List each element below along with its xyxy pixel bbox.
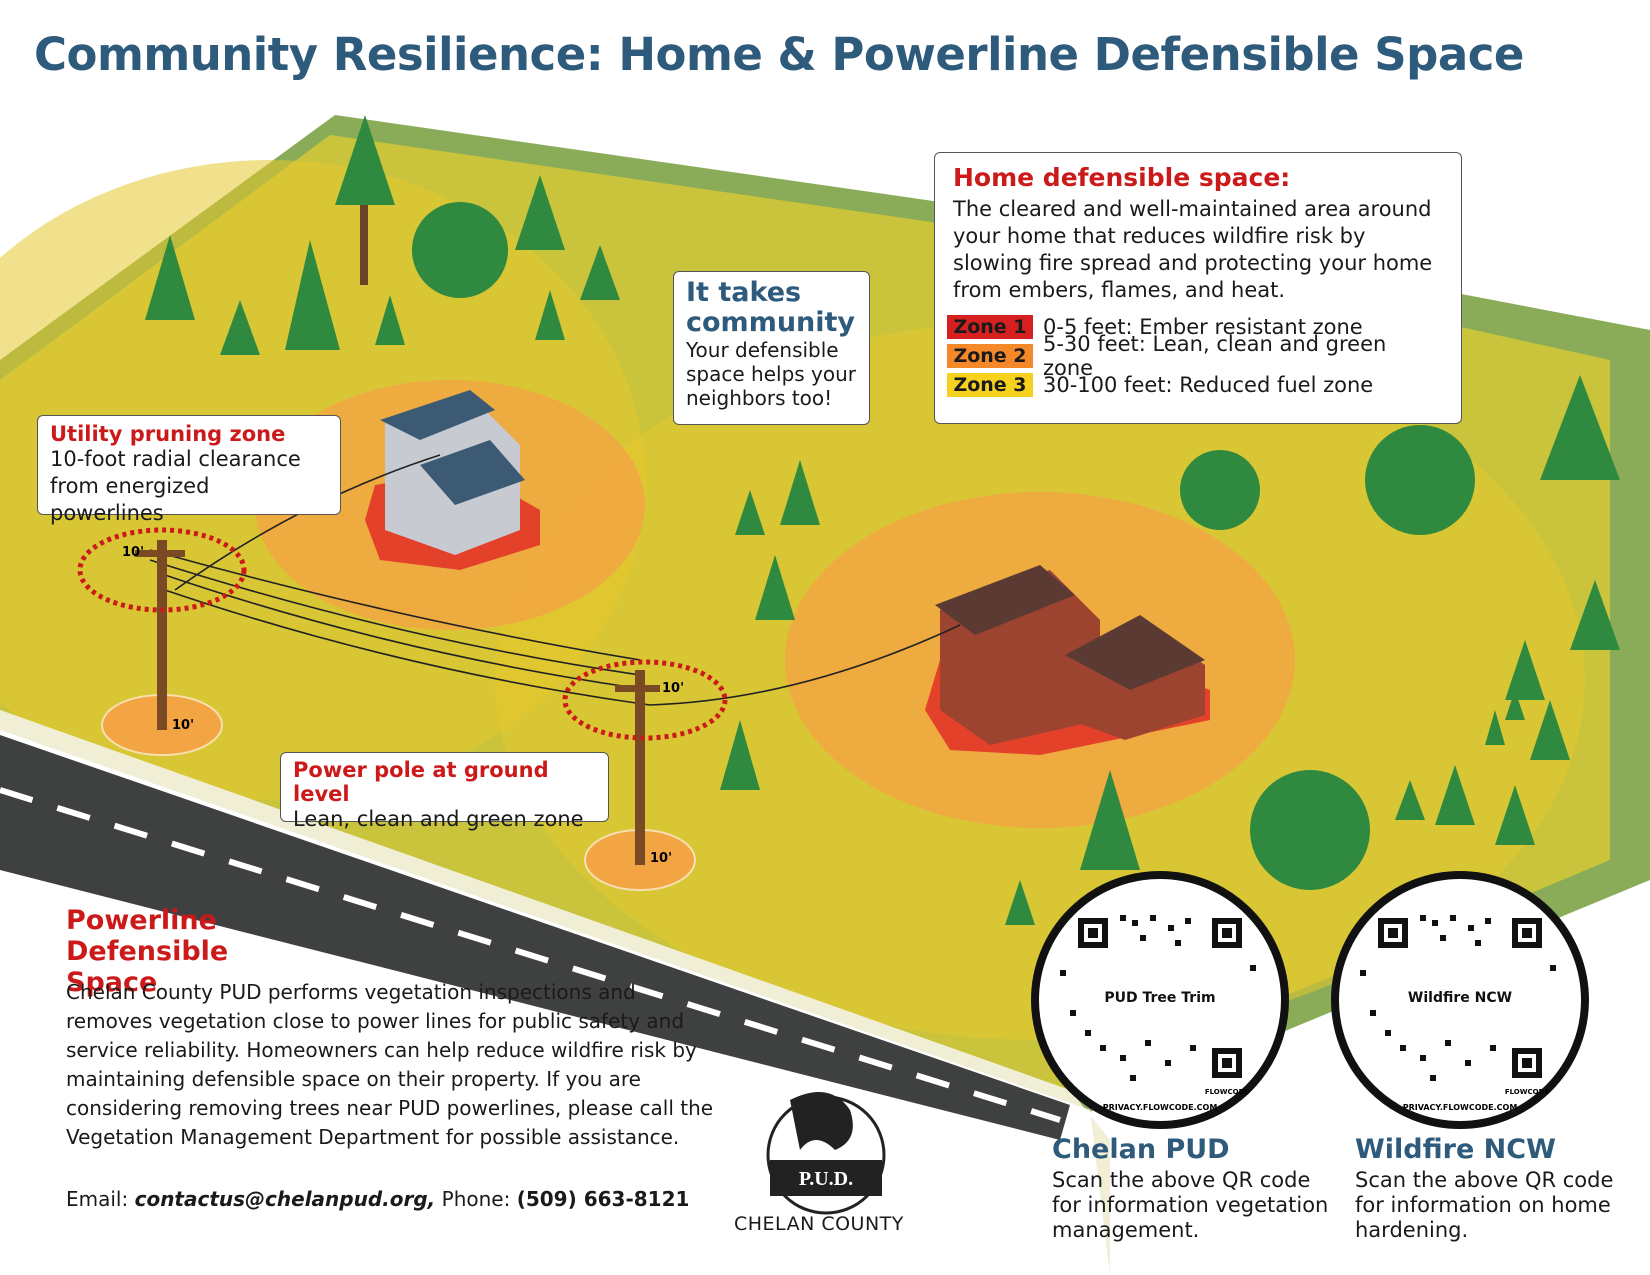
zone-2-row: Zone 2 5-30 feet: Lean, clean and green … [947,332,1443,380]
qr2-privacy: PRIVACY.FLOWCODE.COM [1403,1103,1518,1112]
powerline-body: Chelan County PUD performs vegetation in… [66,980,714,1149]
utility-pruning-body: 10-foot radial clearance from energized … [50,447,301,525]
home-defensible-heading: Home defensible space: [953,163,1291,192]
pole1-pruning-zone [77,527,247,613]
qr2-title: Wildfire NCW [1355,1134,1556,1165]
road-lane-marking [0,787,1061,1123]
power-pole-body: Lean, clean and green zone [293,807,584,831]
qr2-description: Scan the above QR code for information o… [1355,1168,1614,1242]
power-pole-1 [157,540,167,730]
power-pole-heading: Power pole at ground level [293,758,549,806]
zone-1-text: 0-5 feet: Ember resistant zone [1043,314,1363,339]
community-callout: It takes community Your defensible space… [673,271,870,425]
home-defensible-space-callout: Home defensible space: The cleared and w… [934,152,1462,424]
logo-text: P.U.D. [799,1168,853,1190]
county-label: CHELAN COUNTY [734,1213,904,1235]
zone-2-text: 5-30 feet: Lean, clean and green zone [1042,331,1387,380]
house1-lower-roof [420,440,525,505]
utility-pruning-callout: Utility pruning zone 10-foot radial clea… [37,415,341,525]
email-label: Email: [66,1187,129,1211]
utility-pruning-heading: Utility pruning zone [50,422,286,446]
email-link[interactable]: contactus@chelanpud.org, [134,1187,436,1211]
qr2-brand: FLOWCODE [1505,1088,1550,1096]
qr1-privacy: PRIVACY.FLOWCODE.COM [1103,1103,1218,1112]
pole2-pruning-zone [562,659,728,741]
qr-code-pud-tree-trim[interactable]: PUD Tree Trim FLOWCODE PRIVACY.FLOWCODE.… [1031,871,1289,1129]
qr-code-wildfire-ncw[interactable]: Wildfire NCW FLOWCODE PRIVACY.FLOWCODE.C… [1331,871,1589,1129]
chelan-pud-logo: P.U.D. [766,1092,886,1215]
community-body: Your defensible space helps your neighbo… [686,338,857,410]
home-defensible-body: The cleared and well-maintained area aro… [953,197,1433,302]
contact-line: Email: contactus@chelanpud.org, Phone: (… [66,1187,689,1211]
powerline-heading: Powerline Defensible Space [66,905,229,998]
phone-number[interactable]: (509) 663-8121 [516,1187,690,1211]
qr1-label: PUD Tree Trim [1104,990,1215,1006]
clearance-label-1: 10' [122,545,144,560]
zone-3-tag: Zone 3 [947,372,1033,397]
garage-roof [1065,615,1205,690]
zone-2-tag: Zone 2 [947,343,1033,368]
phone-label: Phone: [441,1187,511,1211]
house2-roof [935,565,1075,635]
page-title: Community Resilience: Home & Powerline D… [34,28,1524,81]
zone-1-tag: Zone 1 [947,314,1033,339]
qr1-brand: FLOWCODE [1205,1088,1250,1096]
qr1-title: Chelan PUD [1052,1134,1230,1165]
qr1-description: Scan the above QR code for information v… [1052,1168,1329,1242]
house1-roof [380,390,495,440]
zone-1-row: Zone 1 0-5 feet: Ember resistant zone [947,312,1443,341]
power-pole-2 [635,670,645,865]
trees [145,115,1620,925]
clearance-label-2: 10' [172,718,194,733]
zone-3-row: Zone 3 30-100 feet: Reduced fuel zone [947,370,1443,399]
power-pole-callout: Power pole at ground level Lean, clean a… [280,752,609,831]
clearance-label-4: 10' [650,851,672,866]
qr2-label: Wildfire NCW [1408,990,1512,1006]
clearance-label-3: 10' [662,681,684,696]
community-title: It takes community [686,277,856,338]
zone-3-text: 30-100 feet: Reduced fuel zone [1043,372,1374,397]
zone-legend: Zone 1 0-5 feet: Ember resistant zone Zo… [947,312,1443,399]
